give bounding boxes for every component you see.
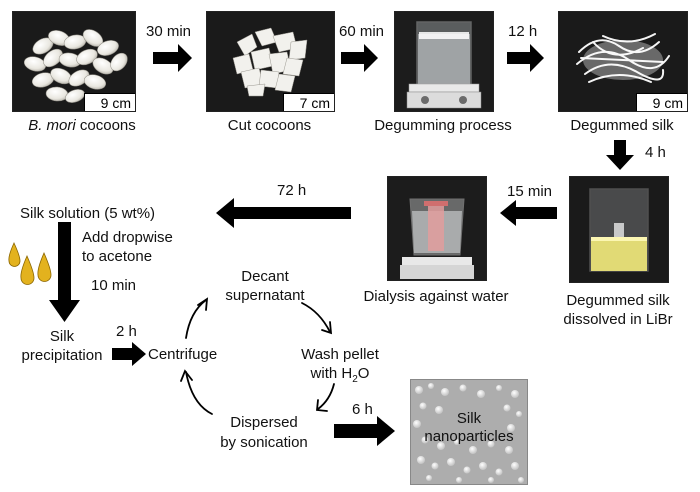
arrow-6h — [334, 416, 395, 446]
wash-pellet-label: Wash pellet with H2O — [290, 345, 390, 389]
add-dropwise-line2: to acetone — [82, 248, 153, 265]
caption-libr: Degummed silk dissolved in LiBr — [548, 291, 688, 329]
silk-precipitation-label: Silk precipitation — [14, 327, 110, 365]
scale-bar-degummed: 9 cm — [635, 93, 687, 111]
arrow-15min — [500, 200, 557, 226]
degummed-silk-photo: 9 cm — [558, 11, 688, 112]
decant-label: Decant supernatant — [205, 267, 325, 305]
nanoparticles-label: Silk nanoparticles — [419, 410, 519, 446]
wash-line2-pre: with H — [310, 365, 353, 382]
degumming-photo — [394, 11, 494, 112]
libr-photo — [569, 176, 669, 283]
beaker-hotplate-illustration — [406, 21, 482, 109]
silk-solution-label: Silk solution (5 wt%) — [20, 205, 156, 222]
nanoparticles-line1: Silk — [456, 410, 482, 427]
scale-bar-cut: 7 cm — [282, 93, 334, 111]
arrow-2h — [112, 342, 146, 366]
caption-cocoons: B. mori cocoons — [12, 117, 152, 134]
decant-line2: supernatant — [225, 287, 305, 304]
caption-degumming: Degumming process — [374, 117, 512, 134]
caption-cut-cocoons: Cut cocoons — [227, 117, 312, 134]
time-60min: 60 min — [339, 23, 385, 40]
cut-cocoons-illustration — [232, 27, 308, 97]
cocoon-illustration — [23, 29, 128, 103]
centrifuge-cycle — [180, 297, 335, 415]
scale-bar-cocoons: 9 cm — [83, 93, 135, 111]
add-dropwise-label: Add dropwise to acetone — [82, 228, 173, 266]
arrow-30min — [153, 44, 192, 72]
time-10min: 10 min — [91, 277, 137, 294]
libr-beaker-illustration — [589, 188, 649, 272]
droplet-icons — [8, 242, 52, 285]
cocoons-photo: 9 cm — [12, 11, 136, 112]
precipitation-line2: precipitation — [21, 347, 103, 364]
dispersed-label: Dispersed by sonication — [204, 413, 324, 453]
time-30min: 30 min — [146, 23, 192, 40]
time-6h: 6 h — [352, 401, 373, 418]
decant-line1: Decant — [241, 268, 289, 285]
caption-cocoons-rest: cocoons — [75, 117, 136, 134]
time-2h: 2 h — [116, 323, 137, 340]
caption-libr-line2: dissolved in LiBr — [563, 311, 673, 328]
caption-degummed-silk: Degummed silk — [570, 117, 674, 134]
time-12h: 12 h — [508, 23, 538, 40]
add-dropwise-line1: Add dropwise — [82, 229, 173, 246]
dialysis-illustration — [400, 198, 474, 279]
time-72h: 72 h — [277, 182, 307, 199]
arrow-10min — [49, 222, 80, 322]
nanoparticles-line2: nanoparticles — [424, 428, 514, 445]
wash-line2: with H2O — [290, 364, 390, 389]
dispersed-line1: Dispersed — [230, 414, 298, 431]
caption-dialysis: Dialysis against water — [363, 288, 509, 305]
wash-subscript: 2 — [352, 374, 358, 385]
dialysis-photo — [387, 176, 487, 281]
nanoparticle-illustration — [413, 383, 524, 483]
nanoparticles-photo: Silk nanoparticles — [410, 379, 528, 485]
precipitation-line1: Silk — [49, 328, 75, 345]
arrow-60min — [341, 44, 378, 72]
dispersed-line2: by sonication — [220, 434, 308, 451]
arrow-12h — [507, 44, 544, 72]
caption-libr-line1: Degummed silk — [566, 292, 670, 309]
arrow-4h — [606, 140, 634, 170]
wash-line2-post: O — [357, 365, 370, 382]
cut-cocoons-photo: 7 cm — [206, 11, 335, 112]
time-4h: 4 h — [645, 144, 666, 161]
caption-cocoons-species: B. mori — [28, 117, 76, 134]
arrow-72h — [216, 198, 351, 228]
centrifuge-label: Centrifuge — [148, 346, 218, 363]
time-15min: 15 min — [507, 183, 553, 200]
wash-line1: Wash pellet — [301, 346, 379, 363]
silk-fiber-illustration — [576, 33, 670, 83]
